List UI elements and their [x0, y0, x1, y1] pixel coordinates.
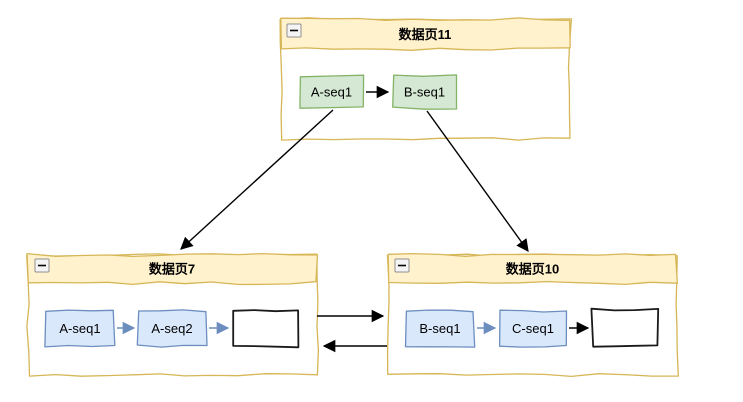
container-page7[interactable]: 数据页7 A-seq1 A-seq2 [26, 252, 320, 377]
collapse-button[interactable] [34, 258, 50, 273]
node-page10-empty-box[interactable] [590, 307, 660, 348]
node-label: B-seq1 [419, 321, 460, 336]
node-label: A-seq1 [311, 85, 352, 100]
container-page7-title: 数据页7 [149, 262, 195, 277]
node-page10-b-seq1[interactable]: B-seq1 [404, 309, 476, 348]
node-page11-a-seq1[interactable]: A-seq1 [299, 74, 365, 109]
edge-page11-bseq1-to-page10[interactable] [426, 110, 529, 253]
collapse-button[interactable] [286, 23, 302, 38]
node-page7-a-seq1[interactable]: A-seq1 [44, 309, 116, 348]
node-label: C-seq1 [512, 321, 554, 336]
node-page7-a-seq2[interactable]: A-seq2 [136, 309, 208, 348]
node-page7-empty-box[interactable] [232, 309, 300, 349]
edge-page11-aseq1-to-page7[interactable] [180, 109, 334, 250]
node-label: A-seq1 [59, 321, 100, 336]
node-page11-b-seq1[interactable]: B-seq1 [392, 74, 458, 110]
container-page11-header[interactable] [280, 17, 571, 51]
node-page10-c-seq1[interactable]: C-seq1 [498, 309, 568, 348]
node-label: A-seq2 [151, 321, 192, 336]
container-page11[interactable]: 数据页11 A-seq1 B-seq1 [279, 17, 573, 141]
container-page10-header[interactable] [387, 252, 679, 286]
node-label: B-seq1 [404, 85, 445, 100]
container-page10[interactable]: 数据页10 B-seq1 C-seq1 [386, 252, 679, 378]
container-page11-title: 数据页11 [399, 27, 452, 42]
container-page10-title: 数据页10 [506, 262, 559, 277]
container-page7-header[interactable] [26, 252, 319, 286]
collapse-button[interactable] [394, 258, 410, 273]
